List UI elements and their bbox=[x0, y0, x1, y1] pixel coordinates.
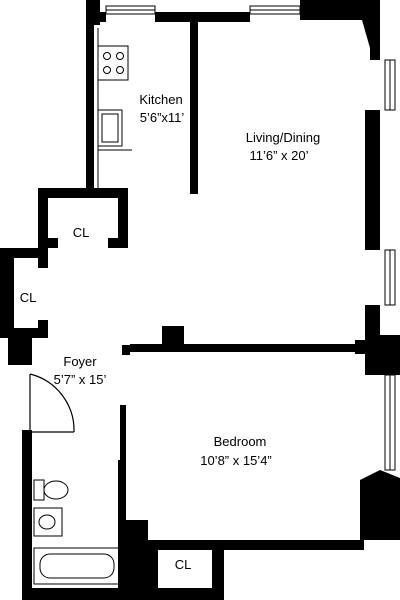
foyer-size: 5’7” x 15’ bbox=[54, 372, 107, 387]
foyer-name: Foyer bbox=[63, 354, 97, 369]
wall-bath-east bbox=[118, 520, 148, 600]
refrigerator-icon bbox=[97, 109, 123, 147]
wall-right-2 bbox=[365, 305, 380, 375]
wall-closet-left-stub bbox=[38, 248, 48, 268]
wall-right-corner-top bbox=[362, 20, 380, 48]
wall-bedroom-bottom bbox=[148, 540, 364, 550]
wall-foyer-west-lower bbox=[22, 430, 32, 600]
wall-top-right bbox=[300, 0, 380, 20]
wall-bedroom-west-lower bbox=[118, 460, 126, 560]
wall-kitchen-partition bbox=[190, 22, 198, 194]
window-living-right-2 bbox=[384, 249, 396, 306]
kitchen-fixtures bbox=[97, 28, 132, 190]
wall-right-1 bbox=[365, 110, 380, 250]
wall-top-mid bbox=[155, 12, 250, 22]
sink-icon bbox=[101, 113, 119, 143]
windows bbox=[105, 5, 396, 471]
wall-closet-left-stub2 bbox=[38, 320, 48, 338]
kitchen-name: Kitchen bbox=[139, 92, 182, 107]
wall-closet-upper-bottom-l bbox=[38, 238, 58, 248]
wall-bedroom-west bbox=[122, 345, 130, 355]
wall-column bbox=[162, 326, 184, 348]
kitchen-size: 5’6”x11’ bbox=[140, 110, 185, 125]
wall-top-kitchen bbox=[86, 12, 106, 22]
bathtub-icon bbox=[33, 547, 121, 585]
window-living-top bbox=[249, 5, 301, 15]
bedroom-name: Bedroom bbox=[214, 434, 267, 449]
living-dining-name: Living/Dining bbox=[246, 130, 320, 145]
window-kitchen bbox=[105, 5, 156, 15]
entry-door bbox=[29, 373, 75, 433]
sink-bath-icon bbox=[33, 507, 63, 537]
living-dining-size: 11’6” x 20’ bbox=[249, 148, 308, 163]
door-swing-arc bbox=[29, 373, 75, 433]
stove-icon bbox=[97, 45, 129, 81]
wall-foyer-west bbox=[8, 335, 32, 365]
bedroom-size: 10’8” x 15’4” bbox=[200, 453, 272, 468]
wall-closet-bedroom-east bbox=[212, 540, 224, 600]
wall-bedroom-west-mid bbox=[120, 405, 126, 460]
wall-closet-bedroom-bottom bbox=[148, 588, 224, 600]
wall-closet-upper-bottom-r bbox=[108, 238, 128, 248]
wall-closet-upper-right bbox=[118, 188, 128, 248]
window-bedroom-right bbox=[384, 374, 396, 471]
closet-upper-label: CL bbox=[73, 225, 90, 240]
labels: Kitchen 5’6”x11’ Living/Dining 11’6” x 2… bbox=[20, 92, 321, 572]
wall-closet-upper-top bbox=[38, 188, 128, 198]
bath-fixtures bbox=[33, 479, 121, 585]
wall-closet-bedroom-west bbox=[148, 540, 158, 600]
wall-closet-left-west bbox=[0, 248, 14, 338]
wall-right-lower bbox=[360, 470, 400, 540]
closet-bedroom-label: CL bbox=[175, 557, 192, 572]
wall-kitchen-west bbox=[86, 22, 94, 190]
toilet-icon bbox=[33, 479, 69, 501]
window-living-right-1 bbox=[384, 59, 396, 111]
closet-left-label: CL bbox=[20, 290, 37, 305]
wall-right-3 bbox=[378, 335, 400, 375]
wall-closet-left-top bbox=[0, 248, 48, 258]
wall-bedroom-top-right bbox=[355, 340, 367, 354]
wall-closet-upper-left bbox=[38, 188, 48, 248]
wall-bedroom-top bbox=[130, 344, 368, 352]
wall-closet-left-bottom bbox=[0, 328, 48, 338]
